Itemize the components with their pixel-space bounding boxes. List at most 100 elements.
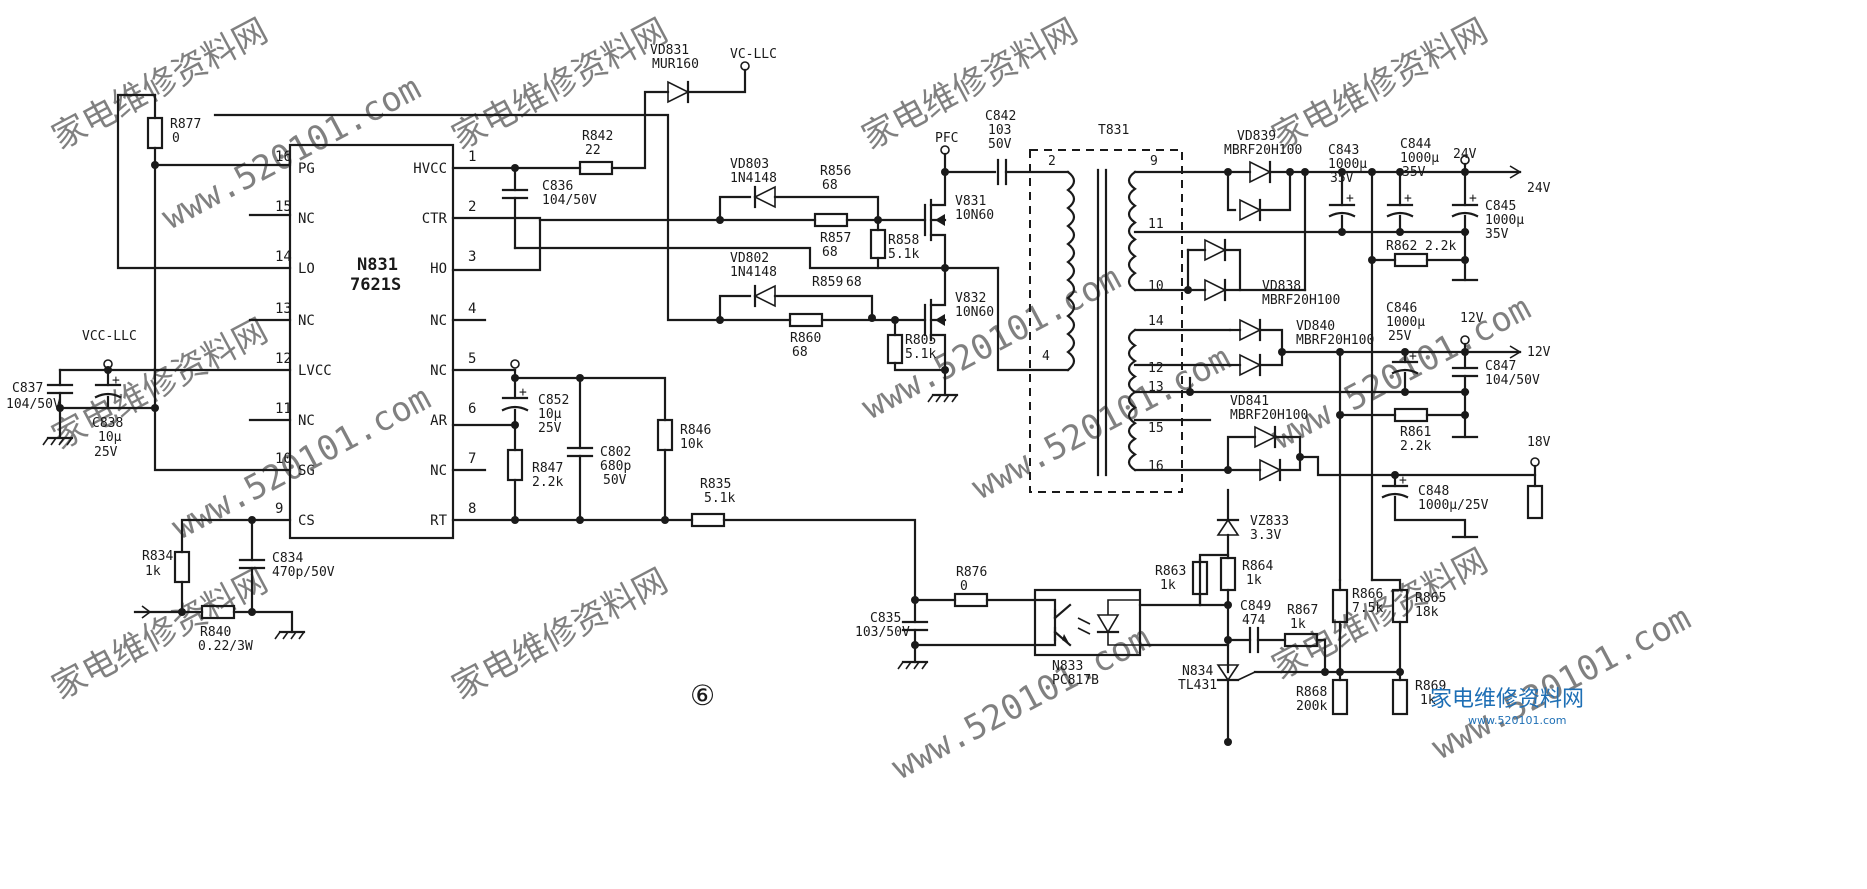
svg-text:680p: 680p	[600, 459, 631, 474]
svg-text:VZ833: VZ833	[1250, 514, 1289, 529]
ic-pin-num: 7	[468, 451, 476, 467]
svg-text:200k: 200k	[1296, 699, 1327, 714]
svg-text:474: 474	[1242, 613, 1266, 628]
svg-text:50V: 50V	[988, 137, 1012, 152]
svg-text:10μ: 10μ	[98, 430, 122, 445]
svg-text:C834: C834	[272, 551, 303, 566]
svg-text:1k: 1k	[1290, 617, 1306, 632]
svg-text:+: +	[1346, 191, 1354, 206]
svg-text:10N60: 10N60	[955, 305, 994, 320]
svg-text:1000μ: 1000μ	[1328, 157, 1367, 172]
svg-text:MUR160: MUR160	[652, 57, 699, 72]
svg-text:1000μ: 1000μ	[1400, 151, 1439, 166]
svg-text:1k: 1k	[1246, 573, 1262, 588]
svg-text:1k: 1k	[1420, 693, 1436, 708]
svg-text:103/50V: 103/50V	[855, 625, 910, 640]
svg-text:3.3V: 3.3V	[1250, 528, 1281, 543]
svg-text:N833: N833	[1052, 659, 1083, 674]
svg-text:R865: R865	[1415, 591, 1446, 606]
watermark-text: 家电维修资料网	[855, 11, 1084, 158]
svg-text:25V: 25V	[1388, 329, 1412, 344]
svg-text:R805: R805	[905, 333, 936, 348]
ic-pin-name: LVCC	[298, 363, 332, 379]
svg-text:TL431: TL431	[1178, 678, 1217, 693]
svg-text:R847: R847	[532, 461, 563, 476]
svg-text:C842: C842	[985, 109, 1016, 124]
left-wiring: +	[41, 93, 306, 641]
svg-text:C835: C835	[870, 611, 901, 626]
mosfet-v831	[923, 170, 947, 270]
ic-pin-name: NC	[298, 211, 315, 227]
watermark-text: 家电维修资料网	[1265, 11, 1494, 158]
svg-text:MBRF20H100: MBRF20H100	[1262, 293, 1340, 308]
ic-pin-name: SG	[298, 463, 315, 479]
svg-text:1000μ/25V: 1000μ/25V	[1418, 498, 1489, 513]
svg-text:16: 16	[1148, 459, 1164, 474]
svg-text:25V: 25V	[538, 421, 562, 436]
svg-text:5.1k: 5.1k	[704, 491, 735, 506]
svg-text:V832: V832	[955, 291, 986, 306]
svg-text:15: 15	[1148, 421, 1164, 436]
svg-text:35V: 35V	[1330, 171, 1354, 186]
output-12v: 12V	[1527, 345, 1551, 360]
ic-pin-name: NC	[298, 413, 315, 429]
ic-pin-name: NC	[430, 313, 447, 329]
svg-text:10: 10	[1148, 279, 1164, 294]
ic-right-wiring: +	[213, 61, 1070, 671]
svg-text:0: 0	[960, 579, 968, 594]
svg-text:35V: 35V	[1485, 227, 1509, 242]
svg-text:+: +	[1409, 349, 1417, 364]
watermark-text: 家电维修资料网	[445, 11, 674, 158]
watermark-url: www.520101.com	[885, 618, 1157, 788]
svg-text:5.1k: 5.1k	[905, 347, 936, 362]
watermark-text: 家电维修资料网	[45, 561, 274, 708]
ic-pin-name: NC	[298, 313, 315, 329]
svg-text:1k: 1k	[145, 564, 161, 579]
svg-text:12: 12	[1148, 361, 1164, 376]
watermark-text: 家电维修资料网	[45, 311, 274, 458]
ic-pin-num: 14	[275, 249, 292, 265]
vcc-llc-label: VCC-LLC	[82, 329, 137, 344]
svg-text:+: +	[519, 385, 527, 400]
ic-pin-name: RT	[430, 513, 447, 529]
svg-text:+: +	[1469, 191, 1477, 206]
output-24v: 24V	[1527, 181, 1551, 196]
watermark-text: 家电维修资料网	[45, 11, 274, 158]
watermark-url: www.520101.com	[965, 338, 1237, 508]
ic-pin-num: 4	[468, 301, 476, 317]
svg-text:R867: R867	[1287, 603, 1318, 618]
ic-pin-name: CS	[298, 513, 315, 529]
page-marker: ⑥	[690, 679, 715, 712]
svg-text:VD802: VD802	[730, 251, 769, 266]
svg-text:C849: C849	[1240, 599, 1271, 614]
ic-pin-name: NC	[430, 363, 447, 379]
svg-text:C837: C837	[12, 381, 43, 396]
svg-text:68: 68	[822, 245, 838, 260]
svg-text:+: +	[1404, 191, 1412, 206]
svg-text:25V: 25V	[94, 445, 118, 460]
svg-text:R840: R840	[200, 625, 231, 640]
svg-text:12V: 12V	[1460, 311, 1484, 326]
svg-text:R857: R857	[820, 231, 851, 246]
svg-text:C848: C848	[1418, 484, 1449, 499]
svg-text:7.5k: 7.5k	[1352, 601, 1383, 616]
transformer-t831	[1029, 149, 1183, 493]
svg-text:R860: R860	[790, 331, 821, 346]
watermark: 家电维修资料网 www.520101.com 家电维修资料网 家电维修资料网 家…	[45, 11, 1697, 788]
r877-ref: R877	[170, 117, 201, 132]
svg-text:14: 14	[1148, 314, 1164, 329]
svg-text:R842: R842	[582, 129, 613, 144]
svg-text:N834: N834	[1182, 664, 1213, 679]
ic-pin-name: HO	[430, 261, 447, 277]
svg-text:C852: C852	[538, 393, 569, 408]
svg-text:C845: C845	[1485, 199, 1516, 214]
optocoupler-n833	[1033, 588, 1142, 657]
watermark-url: www.520101.com	[855, 258, 1127, 428]
svg-text:9: 9	[1150, 154, 1158, 169]
svg-text:C846: C846	[1386, 301, 1417, 316]
svg-text:1000μ: 1000μ	[1485, 213, 1524, 228]
pfc-label: PFC	[935, 131, 958, 146]
ic-part: 7621S	[350, 275, 401, 295]
ic-n831-body	[288, 143, 455, 540]
